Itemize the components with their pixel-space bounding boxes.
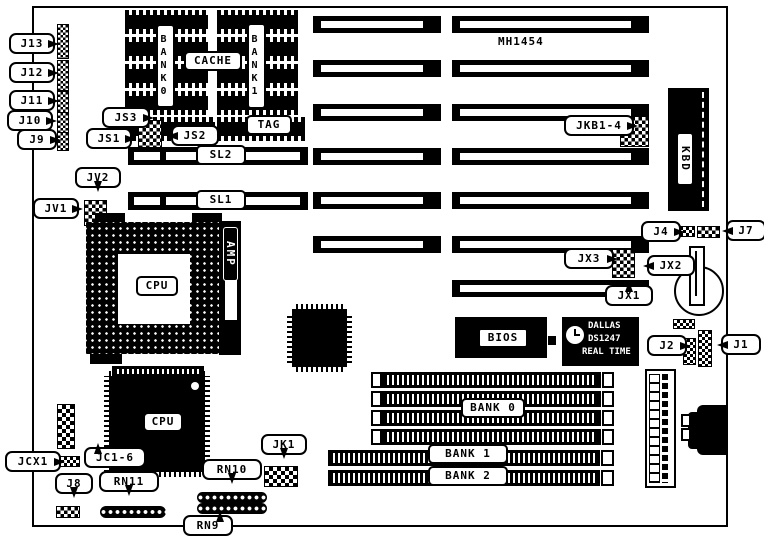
amp-stripe [225, 278, 237, 320]
callout-jv2: JV2 [75, 167, 121, 192]
tag-label: TAG [246, 115, 292, 135]
isa-slot [452, 16, 649, 33]
callout-j9: J9 [17, 129, 61, 150]
bios-label: BIOS [478, 328, 528, 348]
qfp-chip-body [292, 309, 347, 367]
isa-slot [313, 16, 441, 33]
callout-j8: J8 [55, 473, 93, 498]
j8-header [56, 506, 80, 518]
isa-slot [452, 148, 649, 165]
j7-header [697, 226, 720, 238]
simm-slot [382, 410, 601, 426]
callout-j11: J11 [9, 90, 59, 111]
j1-header [698, 330, 712, 367]
callout-jx2: JX2 [643, 255, 695, 276]
rtc-chip: DALLAS DS1247 REAL TIME [562, 317, 639, 366]
cache-bank1-label: BANK1 [247, 23, 266, 109]
callout-rn11: RN11 [99, 471, 159, 496]
qfp-chip-pins [347, 313, 352, 363]
jx-jumper-block [612, 249, 635, 278]
isa-slot [452, 192, 649, 209]
callout-rn10: RN10 [202, 459, 262, 484]
callout-jx3: JX3 [564, 248, 618, 269]
cache-bank0-label: BANK0 [156, 24, 175, 108]
callout-js3: JS3 [102, 107, 154, 128]
cpu-chip-pins [104, 376, 109, 472]
power-connector [645, 369, 676, 488]
rtc-brand: DALLAS [588, 321, 621, 331]
clock-icon [566, 326, 584, 344]
simm-latch [602, 429, 614, 445]
rn11-sip [100, 506, 166, 518]
cpu-socket-label: CPU [136, 276, 178, 296]
callout-jv1: JV1 [33, 198, 83, 219]
simm-latch [602, 410, 614, 426]
simm-slot [382, 429, 601, 445]
jk1-jumper-block [264, 466, 298, 487]
isa-slot [452, 280, 649, 297]
callout-j13: J13 [9, 33, 59, 54]
callout-jc16: JC1-6 [84, 443, 146, 468]
rn10-sip [197, 492, 267, 503]
simm-slot [382, 372, 601, 388]
socket-tab [192, 213, 222, 223]
callout-jx1: JX1 [605, 281, 653, 306]
jc1-6-jumper-block [57, 404, 75, 449]
qfp-chip-pins [287, 313, 292, 363]
socket-step [90, 354, 122, 364]
isa-slot [313, 104, 441, 121]
bank1-label: BANK 1 [428, 444, 508, 464]
rn9-sip [197, 503, 267, 514]
din-pin [681, 428, 691, 441]
callout-j12: J12 [9, 62, 59, 83]
cpu-chip-dot [191, 382, 199, 390]
kbd-din-port-neck [688, 412, 700, 449]
socket-tab [95, 213, 125, 223]
callout-rn9: RN9 [183, 511, 233, 536]
bank0-label: BANK 0 [461, 398, 525, 418]
callout-j2: J2 [647, 335, 691, 356]
isa-slot [313, 148, 441, 165]
aux-header [673, 319, 695, 329]
cpu-chip-label: CPU [143, 412, 183, 432]
rtc-type: REAL TIME [582, 347, 631, 357]
board-model: MH1454 [498, 35, 544, 48]
callout-js2: JS2 [167, 125, 219, 146]
callout-jkb14: JKB1-4 [564, 115, 638, 136]
simm-latch [371, 410, 382, 426]
simm-latch [602, 391, 614, 407]
isa-slot [452, 60, 649, 77]
simm-latch [602, 372, 614, 388]
callout-js1: JS1 [86, 128, 136, 149]
simm-latch [371, 372, 382, 388]
kbd-label: KBD [677, 133, 693, 185]
kbd-din-port [697, 405, 728, 455]
qfp-chip-pins [296, 304, 343, 309]
callout-j4: J4 [641, 221, 685, 242]
cpu-chip-pins [205, 376, 210, 472]
sl1-label: SL1 [196, 190, 246, 210]
din-pin [681, 414, 691, 427]
isa-slot [313, 60, 441, 77]
callout-jcx1: JCX1 [5, 451, 65, 472]
qfp-chip-pins [296, 367, 343, 372]
simm-latch [371, 429, 382, 445]
cpu-chip-pins [109, 371, 205, 376]
cache-label: CACHE [184, 51, 242, 71]
callout-j1: J1 [717, 334, 761, 355]
simm-latch [371, 391, 382, 407]
amp-label: AMP [223, 227, 238, 281]
simm-latch [601, 470, 614, 486]
sl2-label: SL2 [196, 145, 246, 165]
simm-latch [601, 450, 614, 466]
callout-j7: J7 [722, 220, 764, 241]
isa-slot [313, 236, 441, 253]
bank2-label: BANK 2 [428, 466, 508, 486]
callout-jk1: JK1 [261, 434, 307, 459]
bios-cap [548, 336, 556, 345]
isa-slot [313, 192, 441, 209]
callout-j10: J10 [7, 110, 57, 131]
rtc-part: DS1247 [588, 334, 621, 344]
